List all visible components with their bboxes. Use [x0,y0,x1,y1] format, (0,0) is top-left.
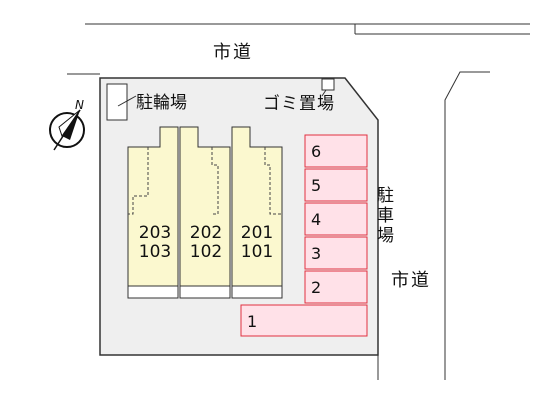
parking-slot-6: 6 [311,142,322,161]
parking-slot-box [304,270,368,304]
balcony-202-102 [179,285,231,299]
balcony-201-101 [231,285,283,299]
unit-outline-203-103 [127,126,179,287]
unit-outline-202-102 [179,126,231,287]
road-right-edge [444,71,490,380]
bicycle-parking-leader [117,95,137,107]
unit-number-lower: 102 [189,242,223,262]
parking-slot-4: 4 [311,210,322,229]
unit-number-lower: 103 [138,242,172,262]
parking-slots [240,134,368,337]
interior-line-203 [128,147,149,215]
unit-number-upper: 201 [240,223,274,243]
parking-slot-box [240,304,368,337]
parking-slot-box [304,202,368,236]
unit-number-upper: 202 [189,223,223,243]
compass-north-label: N [75,98,84,112]
unit-number-lower: 101 [240,242,274,262]
parking-label: 駐車場 [377,186,394,246]
bicycle-parking-label: 駐輪場 [136,93,187,113]
unit-outline-201-101 [231,126,283,287]
bicycle-parking-area [106,83,128,121]
road-label-right: 市道 [391,270,431,291]
garbage-area-box [321,78,335,91]
parking-slot-box [304,168,368,202]
parking-slot-1: 1 [247,312,258,331]
parking-slot-5: 5 [311,176,322,195]
parking-slot-box [304,134,368,168]
interior-line-201 [264,147,282,215]
garbage-area-leader [321,89,327,97]
unit-number-upper: 203 [138,223,172,243]
compass-icon [49,109,85,151]
building-units [127,126,283,299]
parking-slot-box [304,236,368,270]
unit-group-203-103: 203 103 [132,224,178,262]
interior-line-202 [211,147,219,215]
parking-slot-3: 3 [311,244,322,263]
road-label-top: 市道 [213,42,253,63]
unit-group-202-102: 202 102 [183,224,229,262]
parking-slot-2: 2 [311,278,322,297]
balcony-203-103 [127,285,179,299]
unit-group-201-101: 201 101 [234,224,280,262]
garbage-area-label: ゴミ置場 [263,94,335,114]
